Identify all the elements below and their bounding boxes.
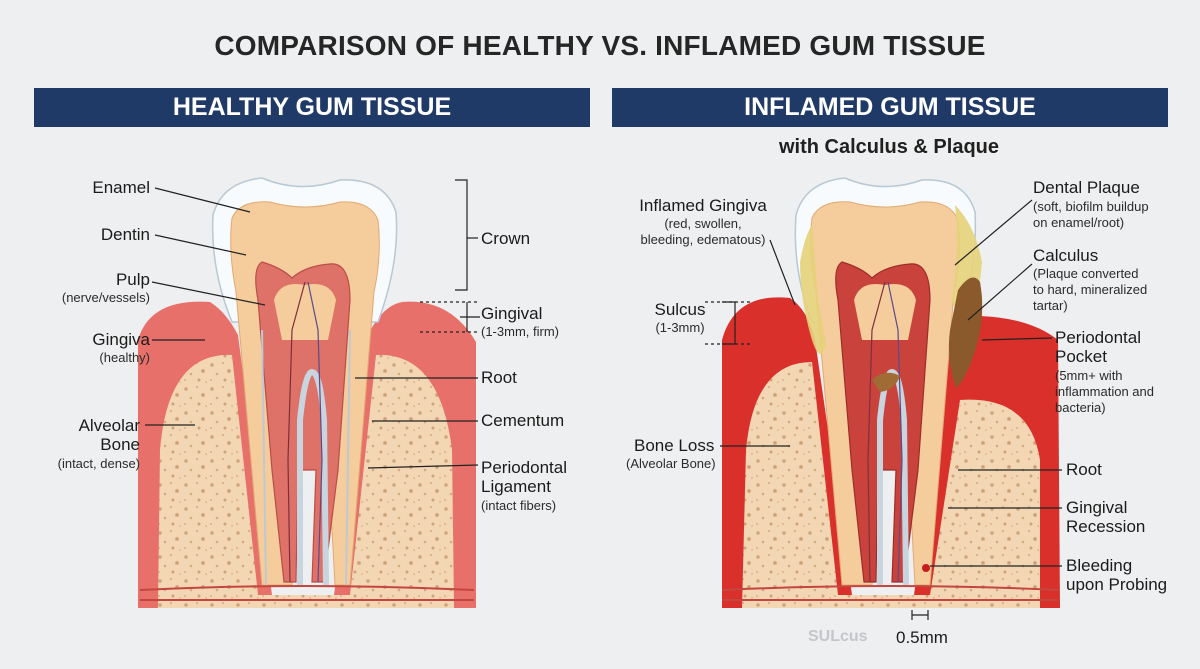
label-sulcus: Sulcus (654, 300, 706, 319)
healthy-base-vessel (139, 585, 475, 591)
inflamed-calculus (948, 277, 983, 388)
label-pulp: Pulp (115, 270, 150, 289)
inflamed-base-vessel (721, 585, 1059, 591)
healthy-leader-lines (145, 179, 480, 469)
label-recession-2: Recession (1066, 517, 1146, 536)
label-gingiva-note: (healthy) (99, 350, 150, 365)
healthy-pdl-left (261, 329, 267, 586)
label-calculus-note-3: tartar) (1033, 298, 1068, 313)
label-bleeding-1: Bleeding (1066, 556, 1133, 575)
inflamed-nerve-2 (887, 281, 903, 583)
label-inflamed-note-1: (red, swollen, (664, 216, 742, 231)
inflamed-alveolar-bone (742, 362, 1040, 608)
label-scale: 0.5mm (896, 628, 948, 647)
label-inflamed-gingiva: Inflamed Gingiva (639, 196, 767, 215)
label-alveolar-1: Alveolar (78, 416, 140, 435)
label-gingival: Gingival (481, 304, 543, 323)
healthy-nerve-2 (307, 281, 323, 583)
label-pulp-note: (nerve/vessels) (61, 290, 150, 305)
label-inflamed-note-2: bleeding, edematous) (640, 232, 766, 247)
label-bleeding-2: upon Probing (1066, 575, 1168, 594)
page-title: COMPARISON OF HEALTHY VS. INFLAMED GUM T… (214, 30, 986, 61)
label-pdl-note: (intact fibers) (481, 498, 557, 513)
healthy-pdl-right (345, 329, 351, 586)
label-pocket-1: Periodontal (1055, 328, 1142, 347)
label-pocket-2: Pocket (1055, 347, 1107, 366)
label-calculus: Calculus (1033, 246, 1099, 265)
label-bone-loss: Bone Loss (634, 436, 715, 455)
inflamed-plaque-left (800, 225, 826, 354)
inflamed-calculus-root (872, 372, 900, 392)
label-recession-1: Gingival (1066, 498, 1128, 517)
label-pdl-2: Ligament (481, 477, 551, 496)
healthy-nerve-1 (287, 281, 306, 583)
label-faint-sulcus: SULcus (808, 628, 868, 645)
inflamed-leader-lines (705, 199, 1062, 620)
label-plaque-note-1: (soft, biofilm buildup (1033, 199, 1149, 214)
label-pdl-1: Periodontal (481, 458, 568, 477)
label-root-inflamed: Root (1066, 460, 1102, 479)
inflamed-pulp-chamber-inner (854, 284, 916, 340)
label-alveolar-2: Bone (100, 435, 140, 454)
label-gingival-note: (1-3mm, firm) (481, 324, 559, 339)
healthy-root-inner-line (297, 368, 329, 586)
healthy-header: HEALTHY GUM TISSUE (34, 88, 590, 127)
inflamed-subtitle: with Calculus & Plaque (778, 136, 1000, 158)
label-crown: Crown (481, 229, 531, 248)
inflamed-header: INFLAMED GUM TISSUE (612, 88, 1168, 127)
label-bone-loss-note: (Alveolar Bone) (626, 456, 716, 471)
label-plaque-note-2: on enamel/root) (1033, 215, 1125, 230)
label-pocket-note-3: bacteria) (1055, 400, 1106, 415)
label-pocket-note-1: (5mm+ with (1055, 368, 1123, 383)
label-gingiva: Gingiva (92, 330, 150, 349)
label-alveolar-note: (intact, dense) (57, 456, 140, 471)
healthy-alveolar-bone (158, 354, 454, 608)
label-calculus-note-1: (Plaque converted (1033, 266, 1139, 281)
inflamed-nerve-1 (867, 281, 886, 583)
label-cementum: Cementum (481, 411, 565, 430)
healthy-tooth-illustration (138, 177, 476, 608)
label-sulcus-note: (1-3mm) (655, 320, 705, 335)
label-pocket-note-2: inflammation and (1055, 384, 1154, 399)
label-dentin: Dentin (100, 225, 150, 244)
bleeding-point (922, 564, 930, 572)
inflamed-tooth-illustration (721, 177, 1060, 608)
label-root-healthy: Root (481, 368, 517, 387)
inflamed-root-inner-line (877, 368, 909, 586)
healthy-pulp-chamber-inner (274, 284, 336, 340)
label-calculus-note-2: to hard, mineralized (1033, 282, 1148, 297)
label-dental-plaque: Dental Plaque (1033, 178, 1140, 197)
label-enamel: Enamel (92, 178, 150, 197)
